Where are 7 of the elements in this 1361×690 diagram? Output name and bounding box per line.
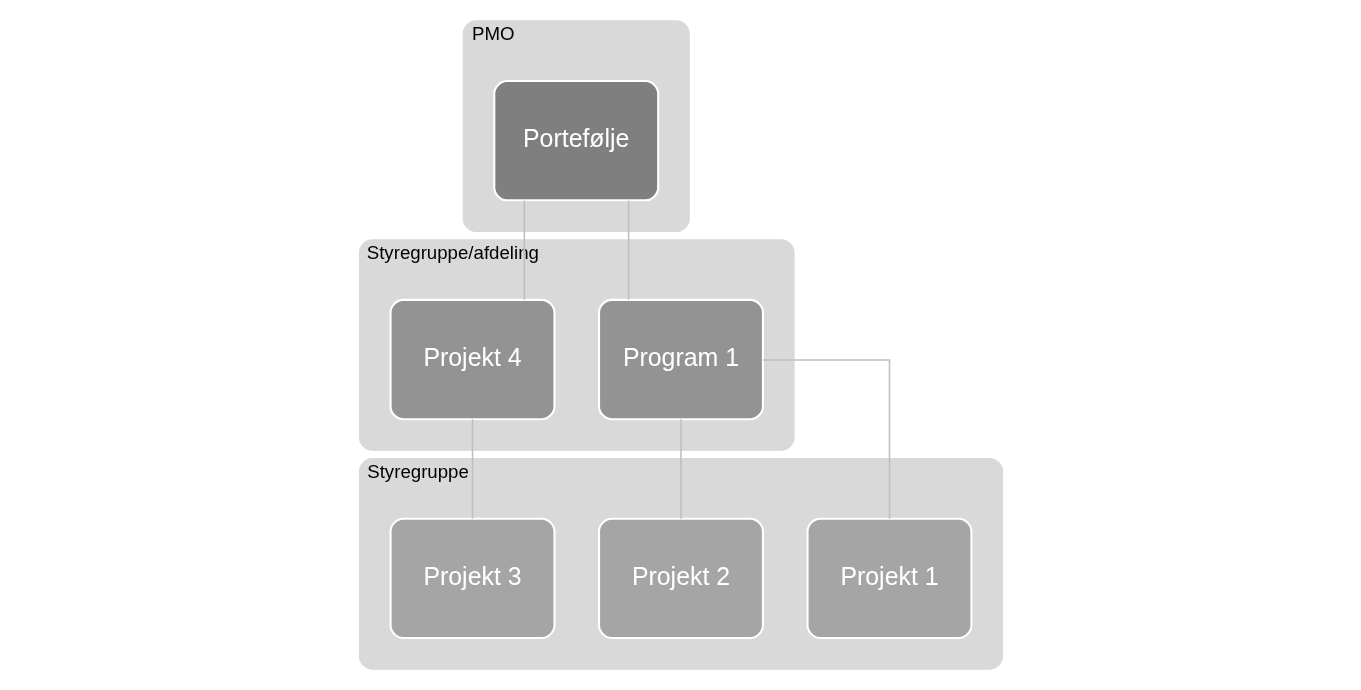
node-box: Projekt 2 [597,517,764,640]
node-box: Projekt 1 [806,517,972,640]
node-box: Projekt 3 [389,517,555,640]
connector [761,359,890,520]
node-box: Portefølje [492,80,659,202]
node-box: Program 1 [597,298,764,421]
node-box: Projekt 4 [389,298,555,421]
